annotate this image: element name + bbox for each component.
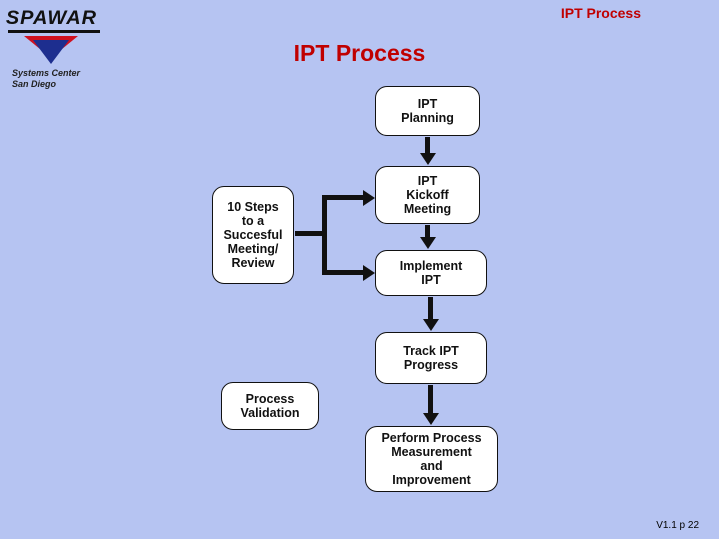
arrow-kickoff-to-implement (419, 225, 436, 249)
arrow-track-to-perform (422, 385, 439, 425)
logo-wordmark: SPAWAR (5, 8, 98, 29)
slide-version-footer: V1.1 p 22 (656, 520, 699, 531)
flow-node-10-steps[interactable]: 10 Steps to a Succesful Meeting/ Review (212, 186, 294, 284)
running-header-title: IPT Process (560, 5, 641, 21)
flow-node-ipt-planning[interactable]: IPT Planning (375, 86, 480, 136)
logo-subtitle-line1: Systems Center (12, 68, 81, 78)
arrowhead-icon (419, 153, 436, 165)
flow-node-ipt-kickoff-meeting[interactable]: IPT Kickoff Meeting (375, 166, 480, 224)
arrowhead-icon (419, 237, 436, 249)
arrow-steps-to-kickoff (322, 189, 375, 206)
logo-underline (8, 30, 100, 33)
arrowhead-icon (422, 319, 439, 331)
logo-subtitle: Systems Center San Diego (12, 68, 80, 90)
arrowhead-icon (422, 413, 439, 425)
arrowhead-icon (363, 189, 375, 206)
logo-chevron-icon (24, 36, 78, 66)
arrow-steps-to-implement (322, 264, 375, 281)
flow-node-process-validation[interactable]: Process Validation (221, 382, 319, 430)
flow-node-implement-ipt[interactable]: Implement IPT (375, 250, 487, 296)
connector-steps-vertical (322, 195, 327, 275)
logo-chevron-blue-icon (33, 40, 69, 64)
arrow-implement-to-track (422, 297, 439, 331)
arrowhead-icon (363, 264, 375, 281)
logo-subtitle-line2: San Diego (12, 79, 57, 89)
flow-node-track-ipt-progress[interactable]: Track IPT Progress (375, 332, 487, 384)
spawar-logo: SPAWAR Systems Center San Diego (6, 6, 110, 92)
flow-node-perform-process-measurement[interactable]: Perform Process Measurement and Improvem… (365, 426, 498, 492)
connector-steps-stem (295, 231, 327, 236)
page-title: IPT Process (293, 40, 426, 66)
arrow-planning-to-kickoff (419, 137, 436, 165)
